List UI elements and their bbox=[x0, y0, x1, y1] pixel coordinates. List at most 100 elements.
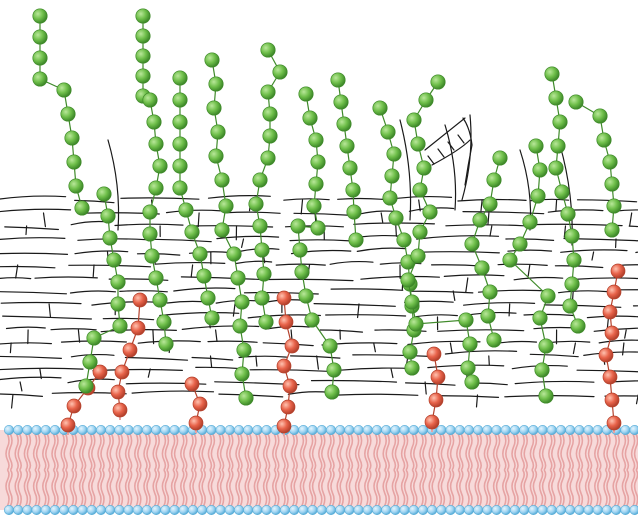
lipid-head-top bbox=[215, 424, 226, 435]
bead bbox=[460, 360, 476, 376]
bead bbox=[564, 228, 580, 244]
lipid-tail bbox=[293, 469, 298, 507]
mesh-strand bbox=[289, 239, 351, 242]
mesh-strand bbox=[5, 326, 46, 330]
lipid-tail bbox=[143, 469, 148, 507]
lipid-tail bbox=[348, 433, 354, 471]
lipid-tail bbox=[311, 469, 317, 507]
lipid-head-bottom bbox=[362, 504, 373, 515]
lipid-tail bbox=[299, 433, 305, 471]
lipid-head-top bbox=[169, 424, 180, 435]
mesh-branch bbox=[9, 342, 12, 354]
lipid-head-top bbox=[123, 424, 134, 435]
lipid-tail bbox=[81, 433, 87, 471]
bead bbox=[148, 136, 164, 152]
lipid-head-bottom bbox=[86, 504, 97, 515]
lipid-tail bbox=[216, 433, 222, 471]
lipid-tail bbox=[51, 433, 56, 471]
lipid-tail bbox=[410, 469, 415, 507]
bead bbox=[82, 354, 98, 370]
lipid-tail bbox=[578, 469, 584, 507]
lipid-tail bbox=[477, 433, 482, 471]
lipid-tail bbox=[578, 433, 584, 471]
mesh-strand bbox=[154, 261, 226, 265]
lipid-tail bbox=[45, 433, 50, 471]
lipid-head-bottom bbox=[160, 504, 171, 515]
lipid-tail bbox=[192, 433, 197, 471]
lipid-tail bbox=[520, 433, 525, 471]
lipid-head-bottom bbox=[390, 504, 401, 515]
lipid-head-top bbox=[537, 424, 548, 435]
mesh-branch bbox=[449, 342, 453, 354]
mesh-strand bbox=[216, 235, 280, 240]
lipid-head-bottom bbox=[114, 504, 125, 515]
lipid-head-bottom bbox=[620, 504, 631, 515]
bead bbox=[388, 210, 404, 226]
mesh-branch bbox=[197, 212, 200, 228]
bead bbox=[200, 290, 216, 306]
lipid-tail bbox=[109, 433, 114, 471]
lipid-tail bbox=[624, 433, 630, 471]
mesh-strand bbox=[598, 339, 638, 344]
lipid-tail bbox=[235, 433, 240, 471]
lipid-tail bbox=[170, 469, 176, 507]
bead bbox=[322, 338, 338, 354]
lipid-head-bottom bbox=[565, 504, 576, 515]
lipid-tail bbox=[505, 469, 510, 507]
lipid-tail bbox=[569, 433, 574, 471]
lipid-tail bbox=[78, 433, 84, 471]
lipid-head-bottom bbox=[132, 504, 143, 515]
bead bbox=[204, 52, 220, 68]
mesh-strand bbox=[557, 290, 608, 294]
mesh-strand bbox=[293, 212, 355, 217]
lipid-tail bbox=[486, 469, 492, 507]
lipid-tail bbox=[523, 469, 528, 507]
lipid-tail bbox=[134, 469, 139, 507]
lipid-tail bbox=[367, 433, 372, 471]
lipid-tail bbox=[428, 469, 433, 507]
bead bbox=[464, 374, 480, 390]
bead bbox=[532, 310, 548, 326]
lipid-tail bbox=[336, 433, 341, 471]
mesh-strand bbox=[325, 314, 407, 317]
lipid-head-top bbox=[592, 424, 603, 435]
bead bbox=[308, 176, 324, 192]
lipid-tail bbox=[492, 469, 498, 507]
lipid-tail bbox=[394, 469, 400, 507]
lipid-tail bbox=[321, 469, 326, 507]
lipid-tail bbox=[8, 469, 13, 507]
bead bbox=[172, 70, 188, 86]
bead bbox=[148, 180, 164, 196]
lipid-tail bbox=[78, 469, 84, 507]
lipid-head-bottom bbox=[482, 504, 493, 515]
lipid-tail bbox=[247, 433, 252, 471]
lipid-head-top bbox=[86, 424, 97, 435]
red-chain bbox=[598, 263, 626, 431]
lipid-tail bbox=[511, 469, 516, 507]
lipid-tail bbox=[520, 469, 525, 507]
mesh-strand bbox=[114, 223, 184, 227]
lipid-head-bottom bbox=[546, 504, 557, 515]
lipid-tail bbox=[173, 469, 179, 507]
lipid-tail bbox=[548, 469, 553, 507]
mesh-strand bbox=[34, 276, 98, 279]
lipid-head-bottom bbox=[22, 504, 33, 515]
lipid-tail bbox=[69, 433, 75, 471]
mesh-strand bbox=[507, 249, 553, 252]
lipid-tail bbox=[72, 433, 78, 471]
mesh-strand bbox=[69, 290, 117, 294]
lipid-head-top bbox=[31, 424, 42, 435]
mesh-branch bbox=[357, 303, 360, 319]
mesh-tall-strand bbox=[399, 119, 412, 221]
bead bbox=[144, 248, 160, 264]
lipid-head-bottom bbox=[252, 504, 263, 515]
bead bbox=[234, 366, 250, 382]
bead bbox=[333, 94, 349, 110]
mesh-strand bbox=[443, 274, 505, 277]
bead bbox=[158, 336, 174, 352]
mesh-strand bbox=[0, 376, 62, 381]
lipid-tail bbox=[538, 433, 544, 471]
mesh-strand bbox=[0, 195, 67, 200]
bead bbox=[135, 68, 151, 84]
